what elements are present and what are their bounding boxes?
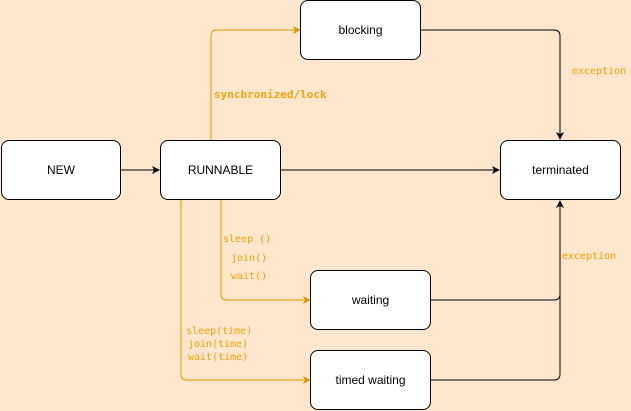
edge-runnable-blocking	[210, 26, 301, 140]
node-blocking: blocking	[300, 0, 421, 60]
label-join: join()	[231, 253, 268, 264]
label-sleep-time: sleep(time)	[186, 326, 253, 337]
node-timed-waiting: timed waiting	[310, 350, 431, 410]
label-synchronized-lock: synchronized/lock	[214, 88, 327, 101]
node-runnable: RUNNABLE	[160, 140, 281, 200]
label-join-time: join(time)	[188, 339, 249, 350]
edge-runnable-waiting	[220, 200, 311, 304]
edge-blocking-terminated	[421, 29, 564, 140]
node-waiting: waiting	[310, 270, 431, 330]
edge-runnable-timed-waiting	[177, 194, 311, 384]
label-sleep: sleep ()	[223, 234, 272, 245]
edge-timed-waiting-terminated	[431, 201, 561, 381]
edge-waiting-terminated	[431, 200, 564, 301]
node-terminated: terminated	[500, 140, 621, 200]
label-wait-time: wait(time)	[188, 352, 249, 363]
label-exception-top: exception	[572, 66, 627, 77]
node-new: NEW	[1, 140, 121, 200]
label-exception-bottom: exception	[562, 251, 617, 262]
label-wait: wait()	[231, 271, 268, 282]
